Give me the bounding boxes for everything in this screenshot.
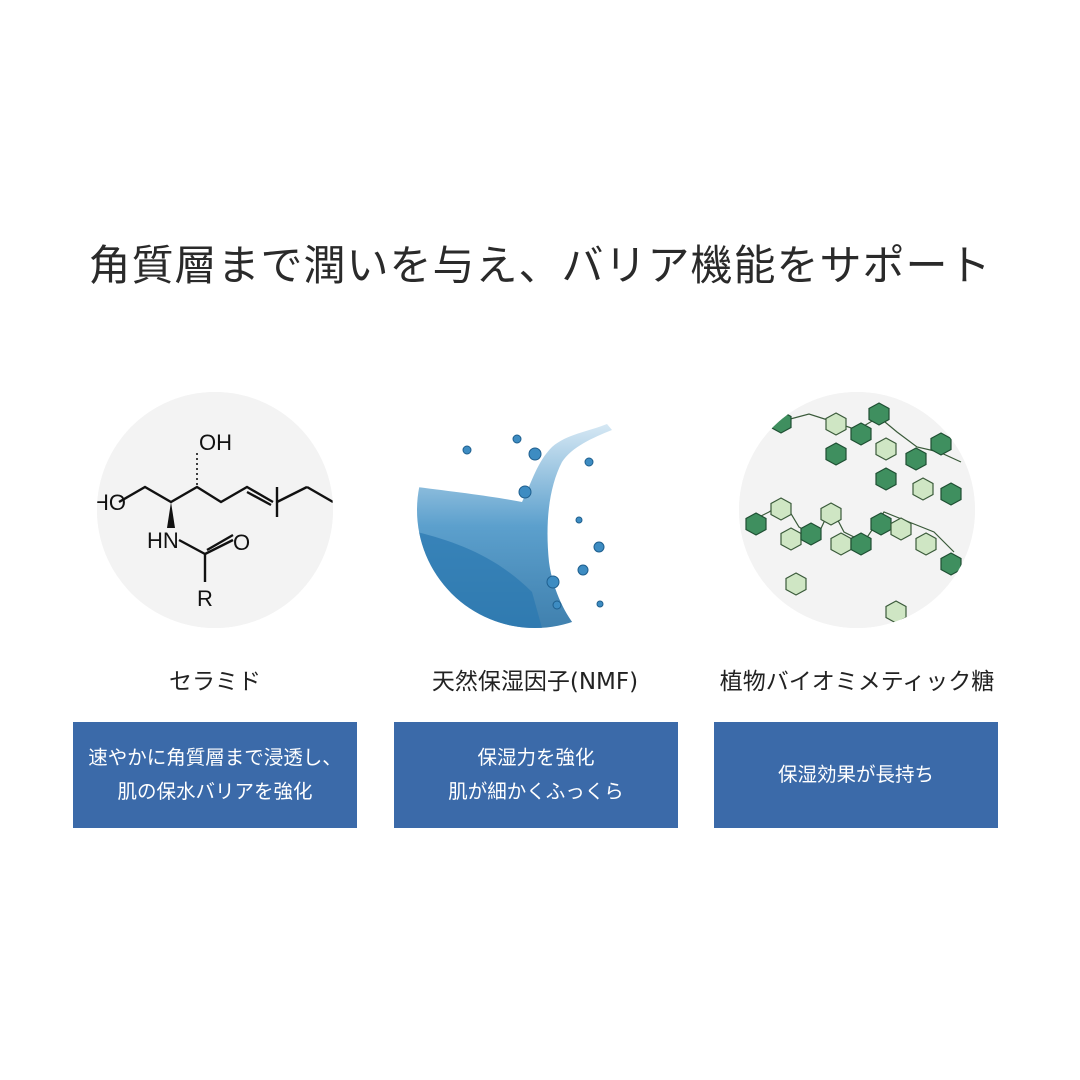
- o-label: O: [233, 530, 250, 555]
- oh-label: OH: [199, 430, 232, 455]
- benefit-box-biomimetic-sugar: 保湿効果が長持ち: [714, 722, 998, 828]
- ingredient-name-ceramide: セラミド: [169, 669, 261, 695]
- ingredient-name-nmf: 天然保湿因子(NMF): [431, 669, 639, 695]
- ho-label: HO: [97, 490, 126, 515]
- water-splash-icon: [417, 392, 653, 628]
- benefit-line: 保湿効果が長持ち: [777, 763, 934, 786]
- benefit-line: 速やかに角質層まで浸透し、: [88, 746, 342, 769]
- ceramide-structure-image: OH HN O R HO: [97, 392, 333, 628]
- benefit-line: 肌が細かくふっくら: [448, 780, 624, 803]
- r-label: R: [197, 586, 213, 611]
- ingredient-name-biomimetic-sugar: 植物バイオミメティック糖: [719, 669, 995, 695]
- benefit-line: 保湿力を強化: [477, 746, 595, 769]
- benefit-box-ceramide: 速やかに角質層まで浸透し、 肌の保水バリアを強化: [73, 722, 357, 828]
- hn-label: HN: [147, 528, 179, 553]
- water-splash-image: [417, 392, 653, 628]
- page-headline: 角質層まで潤いを与え、バリア機能をサポート: [88, 241, 992, 290]
- benefit-box-nmf: 保湿力を強化 肌が細かくふっくら: [394, 722, 678, 828]
- sugar-molecule-image: [739, 392, 975, 628]
- benefit-line: 肌の保水バリアを強化: [117, 780, 313, 803]
- sugar-chain-icon: [739, 392, 975, 628]
- ceramide-molecule-icon: OH HN O R HO: [97, 392, 333, 628]
